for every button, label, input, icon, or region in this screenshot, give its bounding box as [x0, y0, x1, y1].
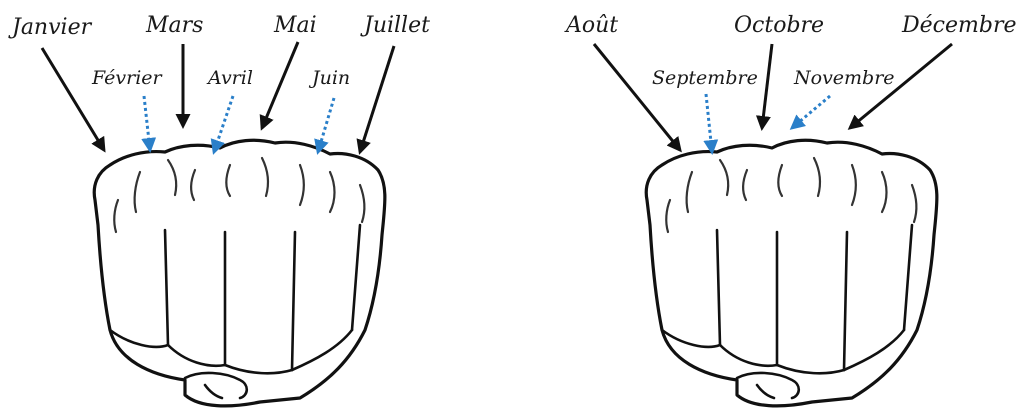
arrow-mai — [262, 42, 298, 128]
arrow-aout — [594, 44, 680, 150]
arrow-fevrier — [144, 96, 150, 150]
arrow-octobre — [762, 44, 772, 128]
label-novembre: Novembre — [793, 67, 895, 89]
arrow-septembre — [706, 94, 712, 152]
label-octobre: Octobre — [734, 13, 824, 38]
label-aout: Août — [564, 13, 618, 38]
label-mars: Mars — [145, 13, 203, 38]
label-janvier: Janvier — [8, 15, 93, 40]
label-juin: Juin — [308, 67, 350, 89]
label-mai: Mai — [273, 13, 317, 38]
left-fist — [94, 140, 385, 406]
label-septembre: Septembre — [652, 67, 758, 89]
arrow-novembre — [792, 96, 830, 128]
label-avril: Avril — [206, 67, 253, 89]
arrow-janvier — [42, 48, 104, 150]
label-juillet: Juillet — [360, 13, 430, 38]
right-fist — [646, 140, 937, 406]
label-decembre: Décembre — [901, 13, 1016, 38]
label-fevrier: Février — [91, 67, 164, 89]
arrow-juin — [318, 98, 334, 152]
arrow-juillet — [360, 46, 394, 152]
